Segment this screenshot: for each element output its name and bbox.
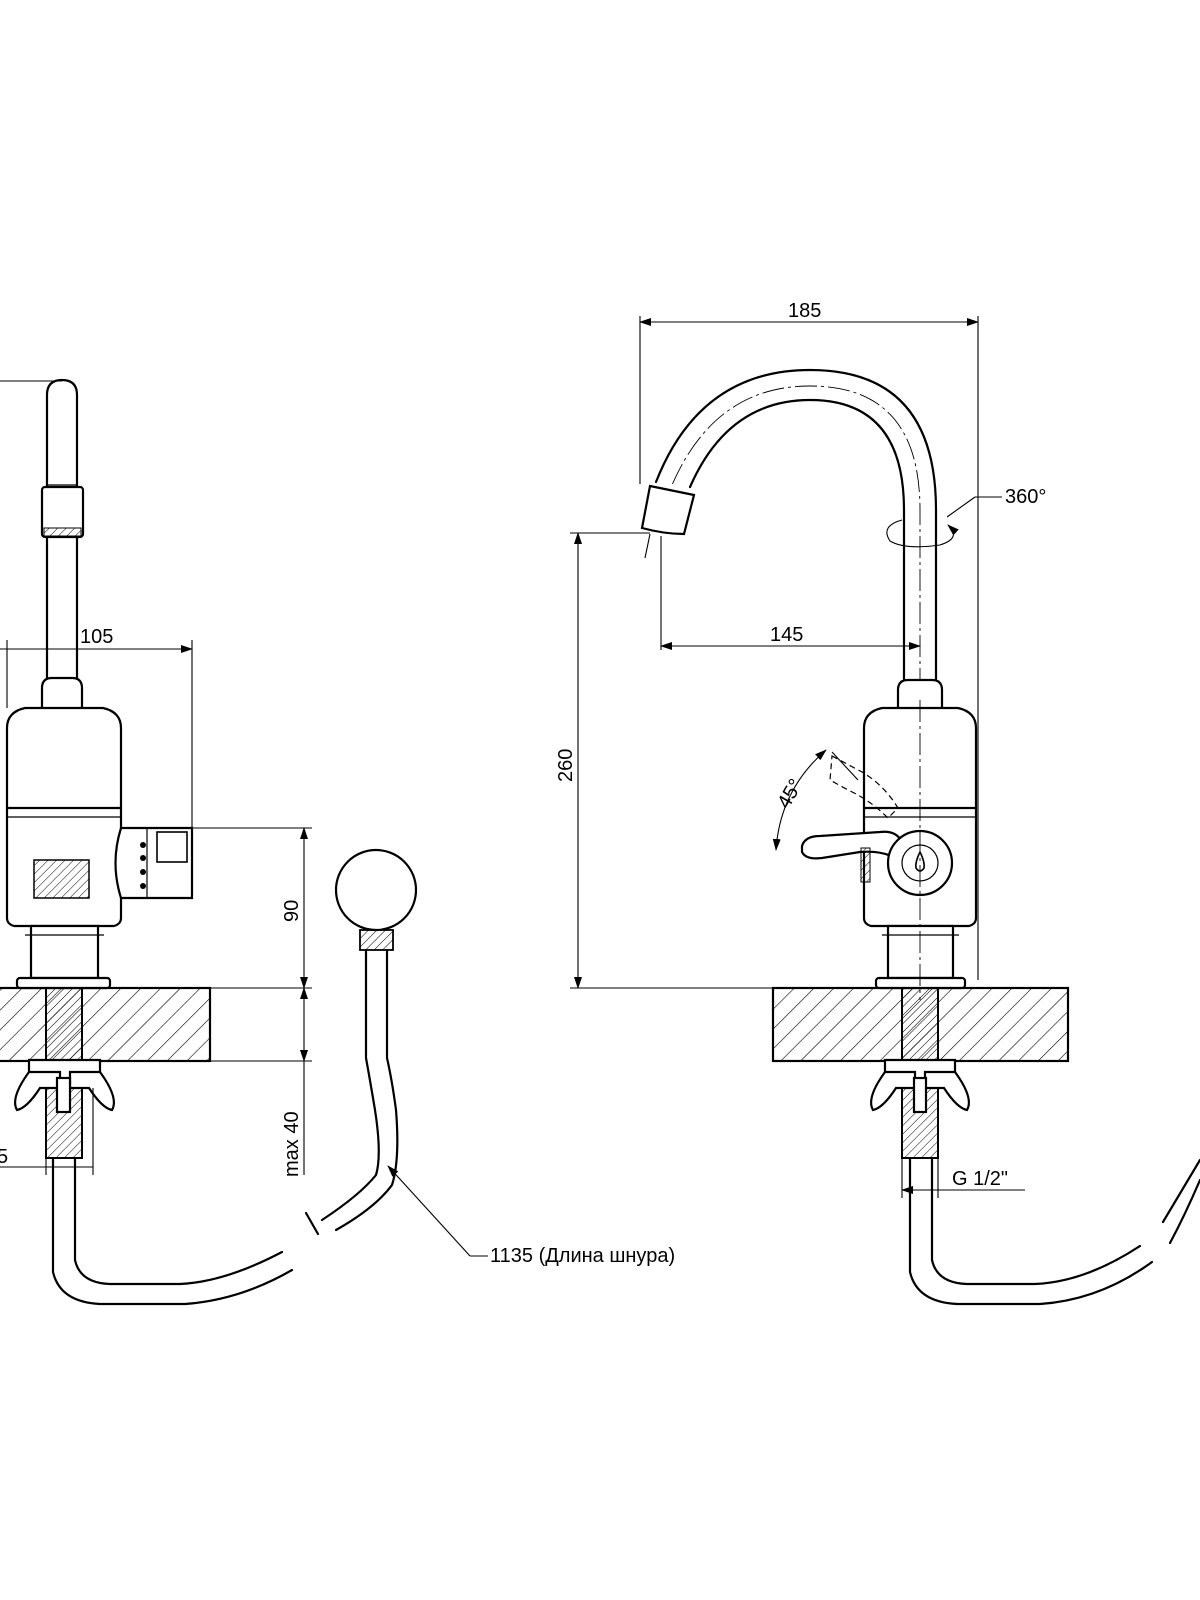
dim-front-height: 260 — [555, 749, 577, 782]
front-spout — [688, 398, 906, 682]
dim-side-body-height: 90 — [281, 900, 303, 922]
side-spout-pipe — [45, 378, 79, 692]
cord — [320, 948, 380, 1222]
dim-front-reach: 145 — [770, 624, 803, 646]
front-knob — [886, 829, 954, 897]
side-hose — [51, 1156, 294, 1306]
dim-front-total-width: 185 — [788, 300, 821, 322]
dim-side-partial: 5 — [0, 1146, 8, 1168]
dim-side-max-thickness: max 40 — [281, 1111, 303, 1177]
front-view: 185 360° 145 260 45° G 1/2" — [555, 300, 1200, 1306]
side-aerator — [40, 485, 85, 539]
side-display — [33, 859, 90, 899]
dim-front-lever-angle: 45° — [773, 775, 807, 812]
front-spout-tip — [640, 484, 696, 536]
dim-side-width: 105 — [80, 626, 113, 648]
front-hose — [908, 1156, 1154, 1306]
dim-front-thread: G 1/2" — [952, 1168, 1008, 1190]
cord-plug — [334, 848, 418, 932]
side-counter-slab — [0, 986, 212, 1063]
dim-front-rotation: 360° — [1005, 486, 1046, 508]
side-view: 105 90 max 40 5 1135 (Длина шнура) — [0, 378, 675, 1306]
dim-cord-length: 1135 (Длина шнура) — [490, 1245, 675, 1267]
rotation-indicator — [886, 519, 959, 548]
